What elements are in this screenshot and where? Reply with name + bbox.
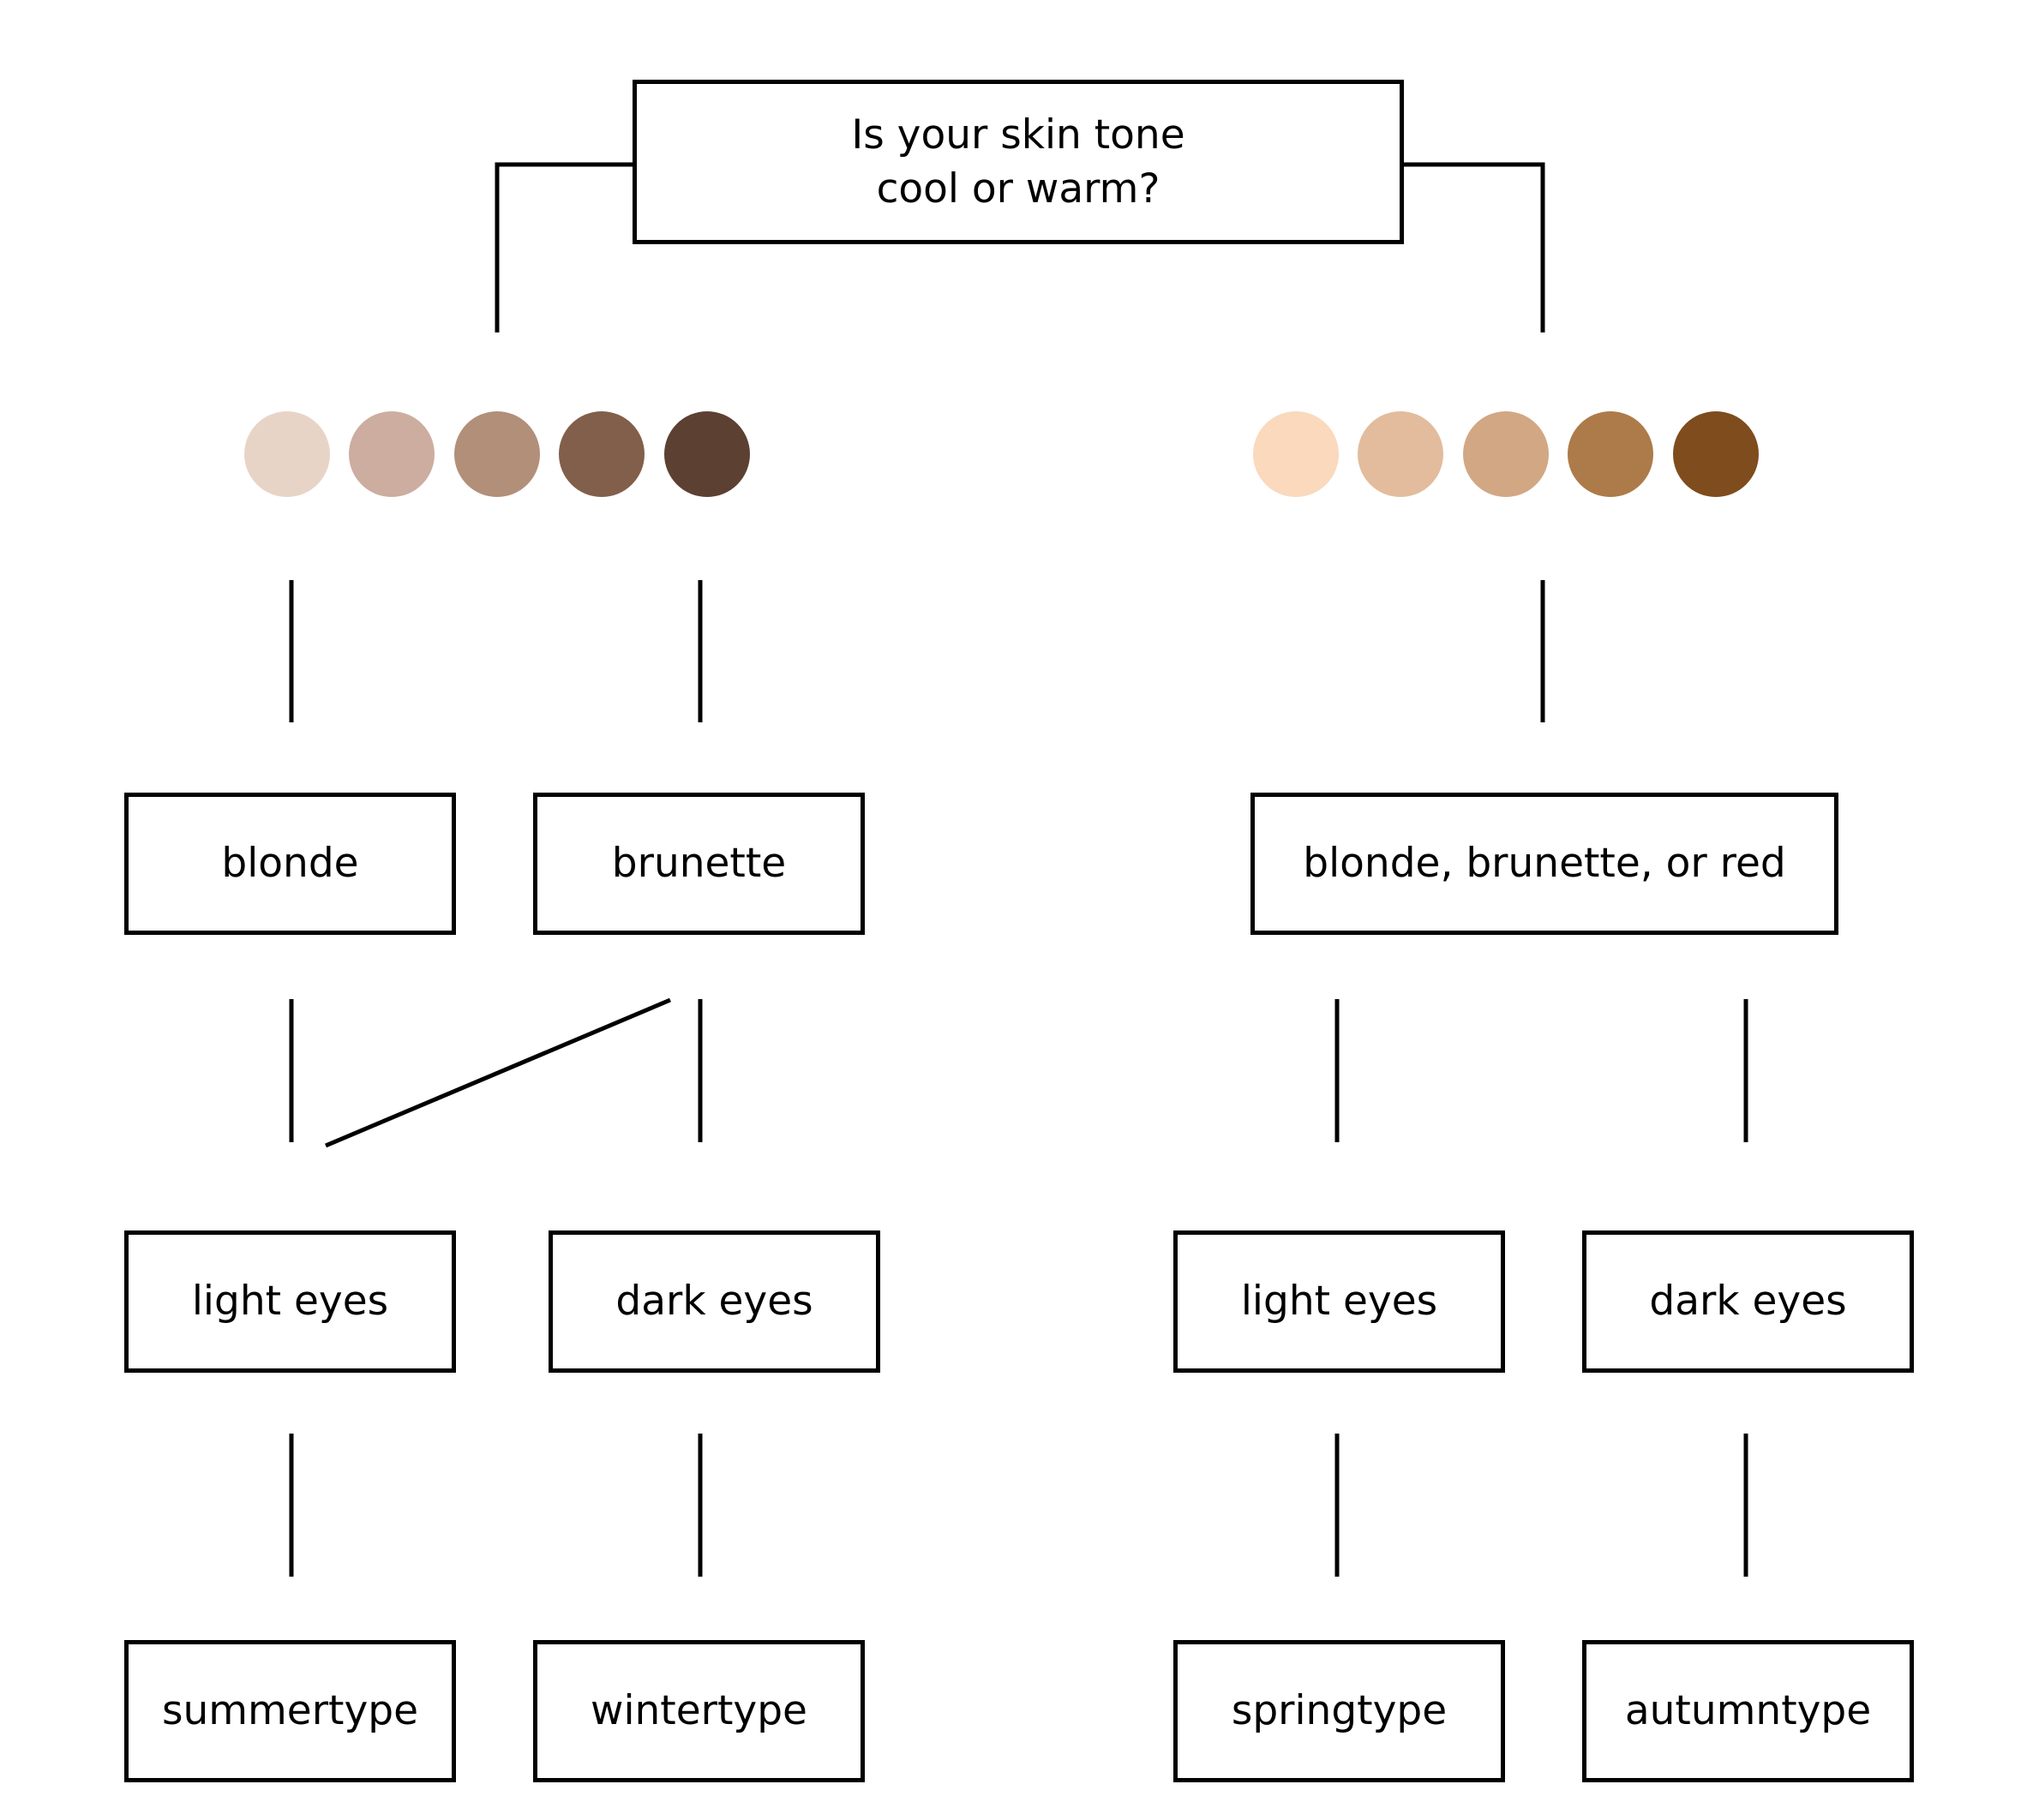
- question-line-1: Is your skin tone: [851, 111, 1185, 159]
- warm-swatch: [1673, 411, 1759, 497]
- cool-swatch: [454, 411, 540, 497]
- cool-swatch: [349, 411, 435, 497]
- warm-light-eyes-label: light eyes: [1240, 1278, 1438, 1326]
- warm-dark-eyes-box: dark eyes: [1582, 1230, 1914, 1373]
- warm-swatch: [1568, 411, 1653, 497]
- cool-swatch: [244, 411, 330, 497]
- question-line-2: cool or warm?: [876, 165, 1160, 213]
- autumntype-box: autumntype: [1582, 1640, 1914, 1782]
- hair-blonde-box: blonde: [124, 793, 456, 935]
- hair-blonde-label: blonde: [221, 840, 359, 888]
- connector-question-warm: [1403, 162, 1545, 332]
- springtype-label: springtype: [1231, 1687, 1448, 1735]
- cool-swatch: [559, 411, 645, 497]
- cool-swatch: [664, 411, 750, 497]
- hair-brunette-label: brunette: [611, 840, 787, 888]
- hair-warm-label: blonde, brunette, or red: [1303, 840, 1786, 888]
- hair-warm-box: blonde, brunette, or red: [1250, 793, 1838, 935]
- springtype-box: springtype: [1173, 1640, 1505, 1782]
- cool-dark-eyes-box: dark eyes: [549, 1230, 880, 1373]
- warm-light-eyes-box: light eyes: [1173, 1230, 1505, 1373]
- cool-light-eyes-box: light eyes: [124, 1230, 456, 1373]
- hair-brunette-box: brunette: [533, 793, 865, 935]
- cool-dark-eyes-label: dark eyes: [615, 1278, 813, 1326]
- summertype-box: summertype: [124, 1640, 456, 1782]
- summertype-label: summertype: [161, 1687, 419, 1735]
- warm-swatch: [1463, 411, 1549, 497]
- cool-light-eyes-label: light eyes: [191, 1278, 389, 1326]
- question-box: Is your skin tone cool or warm?: [633, 80, 1404, 244]
- wintertype-label: wintertype: [591, 1687, 807, 1735]
- connector-brunette-light-eyes: [325, 997, 671, 1148]
- autumntype-label: autumntype: [1624, 1687, 1872, 1735]
- connector-question-cool: [495, 162, 634, 332]
- wintertype-box: wintertype: [533, 1640, 865, 1782]
- warm-swatch: [1358, 411, 1443, 497]
- warm-dark-eyes-label: dark eyes: [1649, 1278, 1847, 1326]
- warm-swatch: [1253, 411, 1339, 497]
